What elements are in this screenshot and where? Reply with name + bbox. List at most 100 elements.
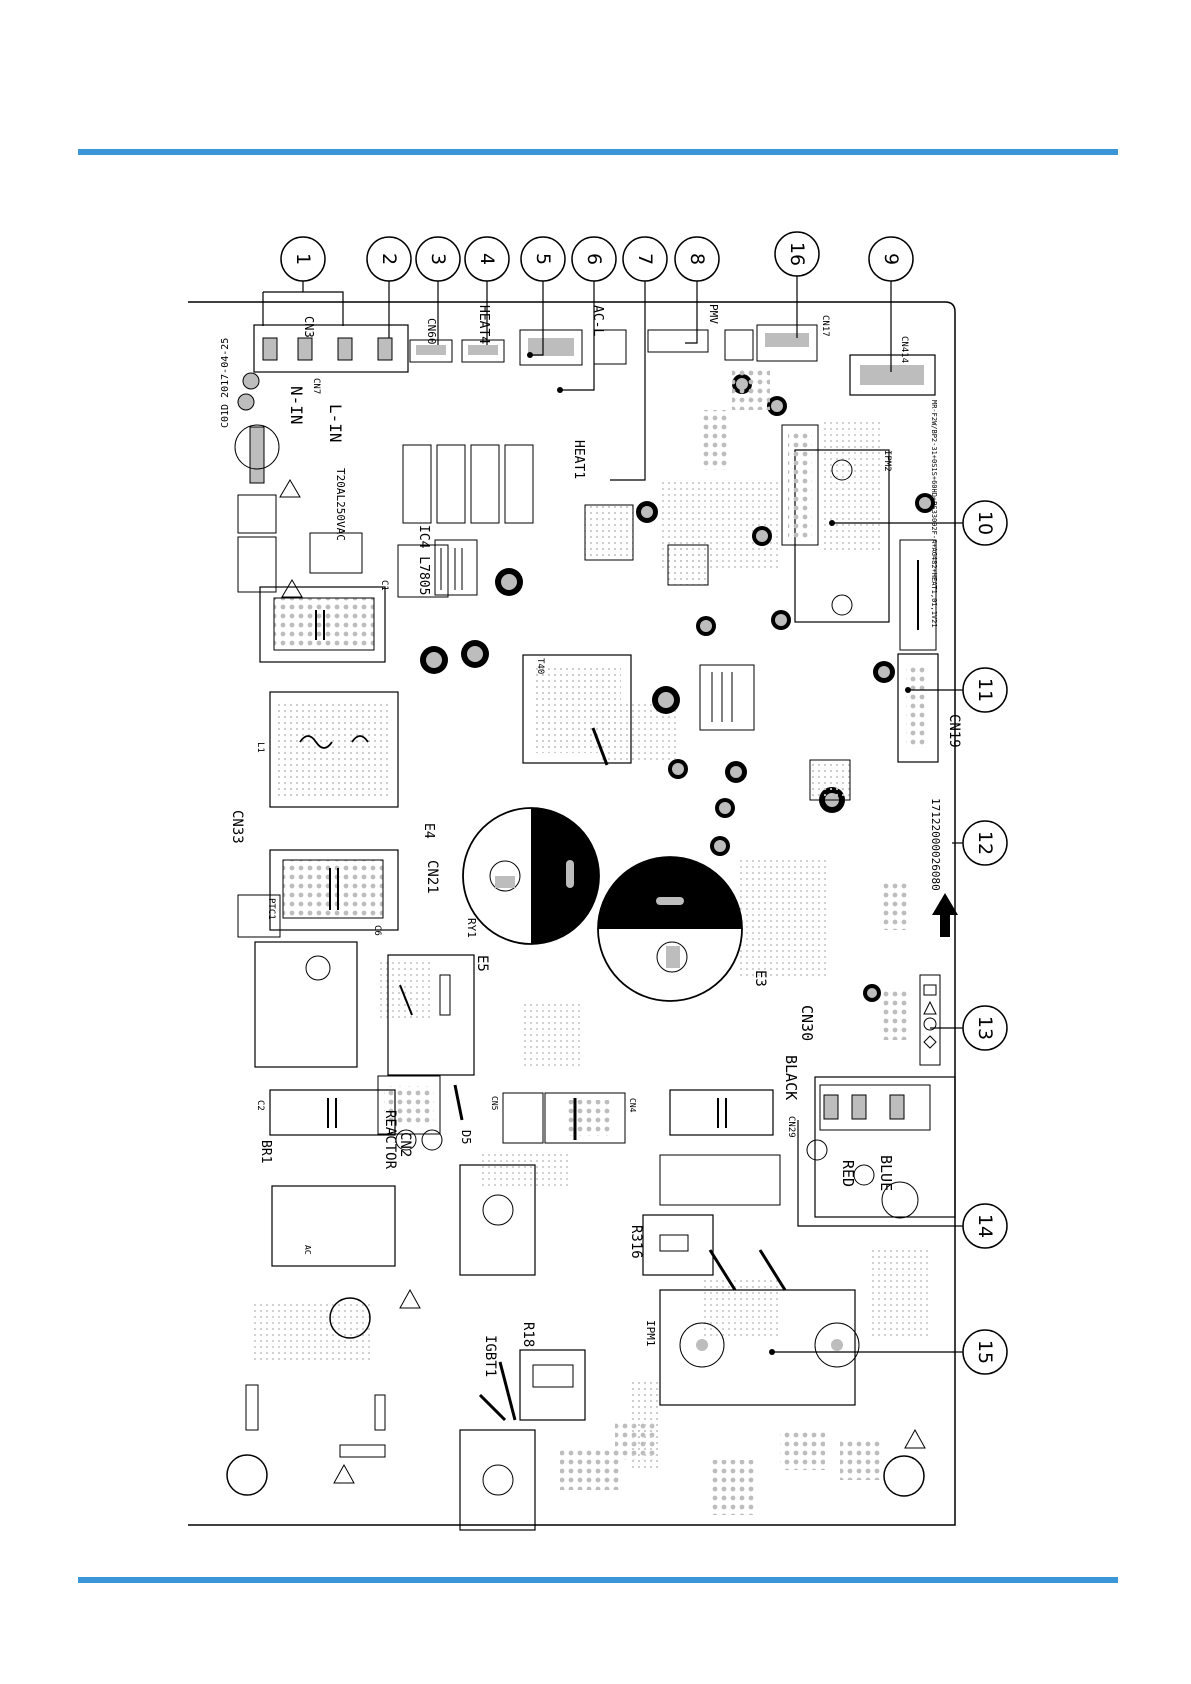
label-heat1: HEAT1 bbox=[571, 440, 586, 479]
label-cn19: CN19 bbox=[946, 714, 962, 748]
label-c1: C1 bbox=[379, 580, 389, 591]
mcu-area bbox=[584, 504, 851, 801]
label-l1: L1 bbox=[255, 742, 265, 753]
label-n-in: N-IN bbox=[287, 386, 306, 425]
label-cn414: CN414 bbox=[899, 336, 909, 363]
label-c2: C2 bbox=[255, 1100, 265, 1111]
callout-5: 5 bbox=[520, 236, 566, 282]
cn19-connector bbox=[897, 653, 939, 763]
label-e5: E5 bbox=[474, 955, 490, 972]
orientation-arrow bbox=[932, 893, 958, 937]
callout-number: 8 bbox=[686, 253, 708, 265]
callout-10: 10 bbox=[962, 500, 1008, 546]
fuse-area bbox=[234, 424, 363, 598]
transformer-t40 bbox=[522, 654, 632, 766]
callout-number: 3 bbox=[427, 253, 449, 265]
reactor-connector bbox=[377, 1075, 443, 1151]
label-cn5: CN5 bbox=[490, 1096, 499, 1111]
top-blue-rule bbox=[78, 149, 1118, 155]
label-t40: T40 bbox=[535, 658, 545, 674]
callout-6: 6 bbox=[571, 236, 617, 282]
board-outline bbox=[188, 301, 956, 1526]
callout-number: 4 bbox=[476, 253, 498, 265]
label-cn60: CN60 bbox=[425, 318, 438, 345]
bottom-blue-rule bbox=[78, 1577, 1118, 1583]
callout-number: 6 bbox=[583, 253, 605, 265]
label-board-text: MR-F2W/BP2-31+0S1S+60HD+PS33092F-A+AG482… bbox=[930, 400, 938, 628]
callout-number: 9 bbox=[880, 253, 902, 265]
callout-2: 2 bbox=[366, 236, 412, 282]
label-l-in: L-IN bbox=[326, 404, 345, 443]
regulator-7815 bbox=[699, 664, 755, 731]
label-fuse: T20AL250VAC bbox=[334, 468, 347, 541]
callout-number: 12 bbox=[974, 831, 996, 855]
callout-11: 11 bbox=[962, 667, 1008, 713]
label-ipm1: IPM1 bbox=[644, 1320, 657, 1347]
capacitor-c6 bbox=[269, 849, 399, 931]
callout-number: 16 bbox=[786, 242, 808, 266]
callout-leaders bbox=[262, 276, 965, 1353]
regulator-ic4 bbox=[434, 539, 478, 596]
bridge-br1 bbox=[269, 1089, 396, 1267]
label-pmv: PMV bbox=[707, 304, 720, 324]
pad-rows bbox=[560, 370, 910, 1515]
label-ry1: RY1 bbox=[465, 918, 478, 938]
callout-3: 3 bbox=[415, 236, 461, 282]
callout-number: 14 bbox=[974, 1214, 996, 1238]
electrolytic-e5 bbox=[462, 807, 600, 945]
symbol-strip bbox=[919, 974, 941, 1066]
label-r316: R316 bbox=[628, 1225, 644, 1259]
cn3-connector bbox=[237, 324, 409, 411]
label-ic4: IC4 L7805 bbox=[416, 525, 431, 595]
label-heat4: HEAT4 bbox=[476, 305, 491, 344]
label-ipm2: IPM2 bbox=[882, 450, 892, 472]
capacitor-c1 bbox=[259, 586, 386, 663]
label-part-no: 17122000026080 bbox=[929, 798, 942, 891]
callout-dots bbox=[527, 352, 911, 1355]
callout-16: 16 bbox=[774, 231, 820, 277]
label-ac-l: AC-L bbox=[590, 305, 605, 336]
callout-13: 13 bbox=[962, 1005, 1008, 1051]
label-cn17: CN17 bbox=[820, 315, 830, 337]
callout-number: 10 bbox=[974, 511, 996, 535]
silkscreen-labels: C01D 2017-04-25 CN3 N-IN L-IN CN7 CN60 H… bbox=[220, 304, 962, 1377]
callout-number: 1 bbox=[292, 253, 314, 265]
callout-number: 15 bbox=[974, 1340, 996, 1364]
electrolytic-e3 bbox=[597, 856, 743, 1002]
callout-7: 7 bbox=[622, 236, 668, 282]
label-br1: BR1 bbox=[258, 1140, 273, 1163]
small-electrolytics bbox=[420, 374, 935, 1002]
callout-number: 11 bbox=[974, 678, 996, 702]
resistor-r316 bbox=[642, 1214, 714, 1276]
bottom-left-components bbox=[245, 1384, 386, 1458]
label-cn4: CN4 bbox=[628, 1098, 637, 1113]
callout-number: 2 bbox=[378, 253, 400, 265]
ipm1-module bbox=[659, 1249, 860, 1406]
callout-15: 15 bbox=[962, 1329, 1008, 1375]
label-reactor: REACTOR bbox=[382, 1110, 398, 1170]
igbt-r18 bbox=[459, 1164, 586, 1531]
callout-8: 8 bbox=[674, 236, 720, 282]
label-c6: C6 bbox=[372, 925, 382, 936]
cn5-cn4-area bbox=[453, 1084, 781, 1206]
callout-9: 9 bbox=[868, 236, 914, 282]
label-cn30: CN30 bbox=[798, 1005, 816, 1041]
label-e3: E3 bbox=[752, 970, 768, 987]
top-connectors bbox=[409, 324, 936, 396]
label-blue: BLUE bbox=[877, 1155, 895, 1191]
callout-14: 14 bbox=[962, 1203, 1008, 1249]
relay-block bbox=[397, 444, 534, 598]
ipm2-module bbox=[781, 424, 937, 651]
label-cn3: CN3 bbox=[302, 316, 316, 338]
label-d5: D5 bbox=[459, 1130, 473, 1144]
label-cn21: CN21 bbox=[424, 860, 440, 894]
label-cn7: CN7 bbox=[311, 378, 321, 394]
label-date-code: C01D 2017-04-25 bbox=[220, 338, 231, 428]
label-e4: E4 bbox=[421, 823, 436, 839]
inductor-l1 bbox=[269, 691, 399, 808]
label-red: RED bbox=[839, 1160, 857, 1187]
label-r18: R18 bbox=[520, 1322, 536, 1347]
label-black: BLACK bbox=[782, 1055, 800, 1100]
